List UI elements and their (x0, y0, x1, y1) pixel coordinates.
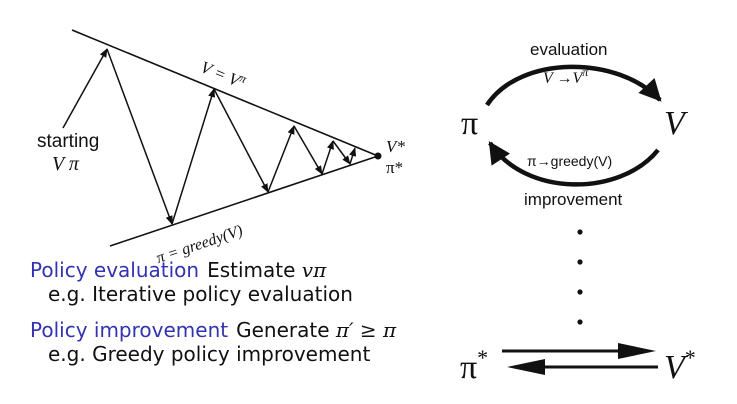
converged-arrows (502, 343, 658, 375)
zigzag-arrows (62, 48, 357, 225)
policy-improvement-math: π′ ≥ π (335, 318, 397, 342)
v-node: V (664, 105, 689, 142)
evaluation-arc (485, 64, 662, 107)
improvement-arc (488, 141, 660, 187)
upper-line-label-group: V = Vπ (198, 55, 250, 92)
start-label-vpi: V π (52, 153, 80, 175)
policy-improvement-desc: Generate (236, 318, 330, 342)
definitions-block: Policy evaluation Estimate vπ e.g. Iterat… (30, 258, 410, 378)
gpi-cycle-diagram: evaluation V →Vπ π V π→greedy(V) improve… (460, 40, 696, 386)
improvement-formula: π→greedy(V) (527, 153, 612, 169)
v-star-node: V* (664, 345, 696, 386)
greedy-policy-line (109, 155, 379, 247)
pi-star-label: π* (386, 158, 403, 177)
improvement-label: improvement (524, 190, 623, 209)
pi-node: π (461, 105, 478, 142)
policy-improvement-row: Policy improvement Generate π′ ≥ π (30, 318, 410, 342)
convergence-point (374, 152, 382, 160)
policy-improvement-example: e.g. Greedy policy improvement (48, 342, 371, 366)
policy-improvement-term: Policy improvement (30, 318, 229, 342)
pi-star-node: π* (460, 345, 488, 386)
start-label: starting (37, 131, 99, 152)
continuation-dots (577, 229, 583, 325)
evaluation-formula: V →Vπ (543, 65, 589, 87)
v-star-label: V* (386, 137, 405, 156)
convergence-diagram: starting V π V = Vπ π = greedy(V) V* π* (37, 29, 405, 267)
value-function-line (71, 29, 379, 157)
policy-evaluation-term: Policy evaluation (30, 258, 200, 282)
policy-evaluation-row: Policy evaluation Estimate vπ (30, 258, 410, 282)
policy-evaluation-example: e.g. Iterative policy evaluation (48, 282, 353, 306)
upper-line-label: V = Vπ (198, 55, 250, 92)
policy-evaluation-math: vπ (301, 258, 327, 282)
evaluation-label: evaluation (530, 40, 608, 59)
policy-evaluation-desc: Estimate (207, 258, 296, 282)
